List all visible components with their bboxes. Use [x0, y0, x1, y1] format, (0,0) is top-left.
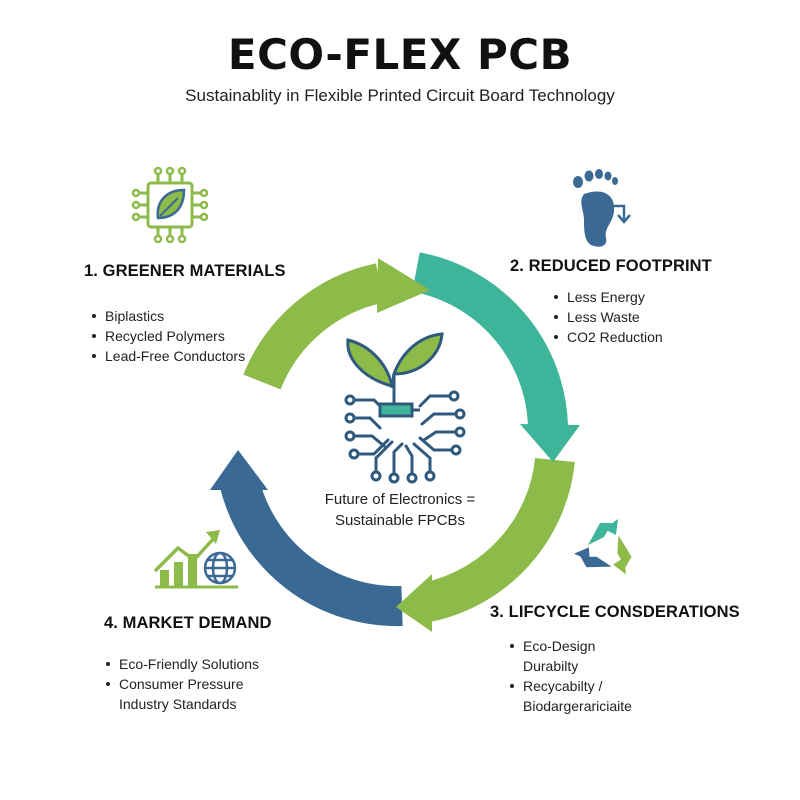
list-item: Biodargerariciaite [523, 698, 632, 714]
center-caption-line2: Sustainable FPCBs [334, 512, 466, 529]
list-item: Industry Standards [119, 696, 237, 712]
list-item: Less Energy [553, 287, 663, 307]
arrow-left-blue [219, 476, 403, 627]
list-item: Eco-Design [509, 636, 632, 656]
list-item: CO2 Reduction [553, 327, 663, 347]
page-title: ECO-FLEX PCB [227, 30, 573, 79]
center-caption: Future of Electronics = Sustainable FPCB… [290, 489, 510, 531]
section-4-heading: 4. MARKET DEMAND [104, 614, 272, 632]
list-item: Consumer Pressure [105, 674, 259, 694]
section-2-heading: 2. REDUCED FOOTPRINT [510, 257, 712, 275]
arrow-top-green [243, 263, 385, 390]
list-item: Recycabilty / [509, 676, 632, 696]
list-item: Lead-Free Conductors [91, 346, 245, 366]
arrow-bottom-green [423, 457, 575, 622]
arrowhead-top-green [377, 258, 430, 313]
section-1-list: Biplastics Recycled Polymers Lead-Free C… [91, 306, 245, 366]
section-3-heading: 3. LIFCYCLE CONSDERATIONS [490, 603, 740, 621]
arrowhead-bottom-green [396, 574, 432, 632]
section-2-list: Less Energy Less Waste CO2 Reduction [553, 287, 663, 347]
page-subtitle: Sustainablity in Flexible Printed Circui… [185, 86, 615, 105]
list-item: Durabilty [523, 658, 579, 674]
list-item: Eco-Friendly Solutions [105, 654, 259, 674]
list-item: Recycled Polymers [91, 326, 245, 346]
list-item: Biplastics [91, 306, 245, 326]
section-4-list: Eco-Friendly Solutions Consumer Pressure… [105, 654, 259, 714]
list-item: Less Waste [553, 307, 663, 327]
section-3-list: Eco-Design Durabilty Recycabilty / Bioda… [509, 636, 632, 716]
arrowhead-left-blue [210, 450, 268, 490]
arrowhead-right-teal [520, 424, 580, 462]
arrow-right-teal [411, 252, 568, 428]
section-1-heading: 1. GREENER MATERIALS [84, 262, 286, 280]
center-caption-line1: Future of Electronics = [324, 491, 476, 508]
